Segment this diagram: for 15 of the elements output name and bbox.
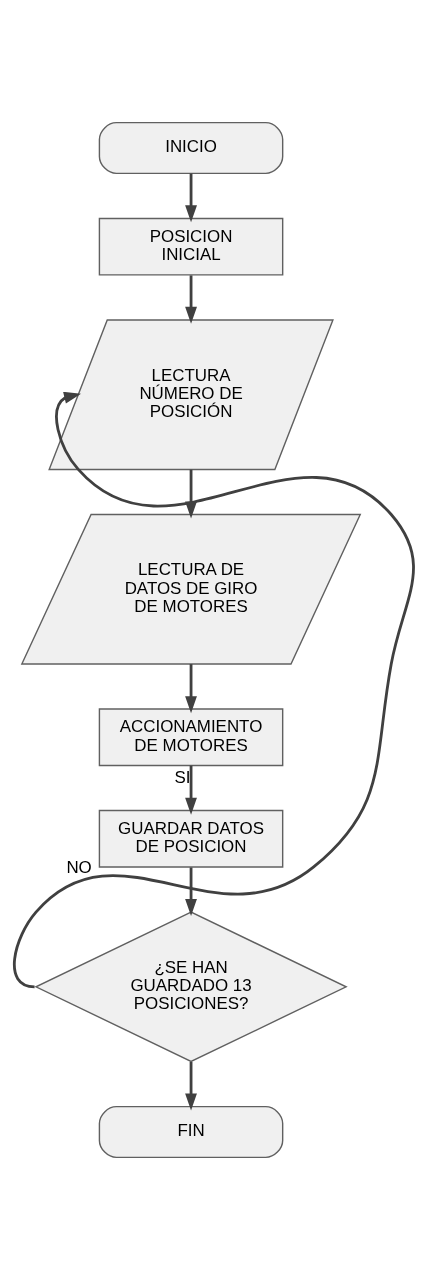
edge-label: SI: [174, 767, 191, 787]
node-box: INICIO: [98, 121, 284, 174]
arrow: [185, 173, 197, 222]
node-box: FIN: [98, 1105, 284, 1158]
arrow: [185, 867, 197, 916]
edge-label: NO: [66, 857, 92, 877]
arrow: [185, 765, 197, 815]
node-box: ACCIONAMIENTO DE MOTORES: [98, 707, 284, 766]
arrow: [185, 1061, 197, 1110]
arrow: [185, 663, 197, 713]
arrow: [13, 391, 415, 988]
node-box: GUARDAR DATOS DE POSICION: [98, 809, 284, 868]
arrow: [185, 274, 197, 324]
node-box: POSICION INICIAL: [98, 217, 284, 276]
node-diamond: ¿SE HAN GUARDADO 13 POSICIONES?: [34, 910, 348, 1062]
